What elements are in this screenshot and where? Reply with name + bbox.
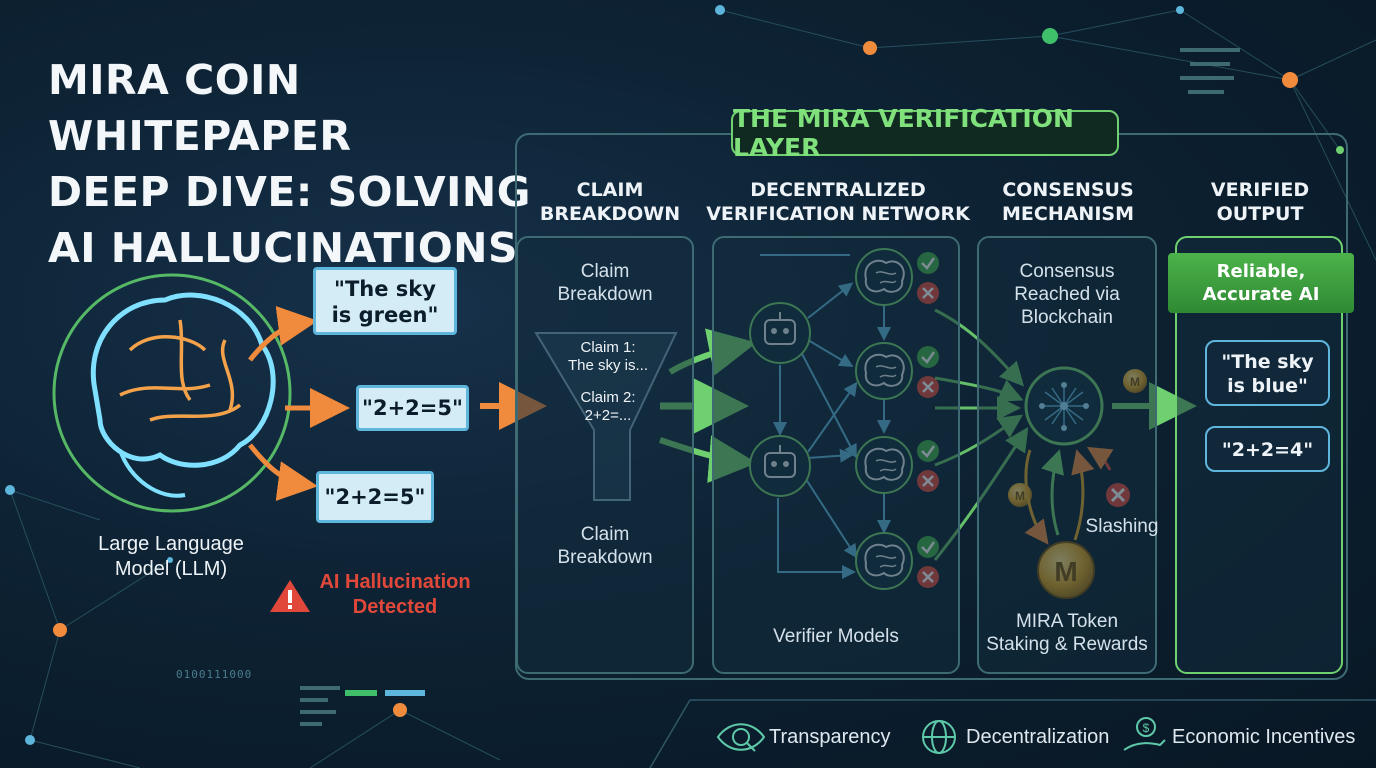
text-line: Breakdown [518, 546, 692, 569]
claim-bottom-text: Claim Breakdown [518, 523, 692, 569]
footer-label: Transparency [769, 726, 891, 749]
heading-line: CONSENSUS [975, 178, 1161, 202]
claim-line: Claim 2: [545, 389, 671, 407]
heading-line: CLAIM [520, 178, 700, 202]
llm-label: Large Language Model (LLM) [80, 532, 262, 582]
network-heading: DECENTRALIZED VERIFICATION NETWORK [700, 178, 976, 226]
svg-text:$: $ [1143, 721, 1150, 735]
consensus-top-text: Consensus Reached via Blockchain [979, 260, 1155, 329]
heading-line: VERIFICATION NETWORK [700, 202, 976, 226]
warning-icon [270, 580, 310, 612]
claim-line: Claim 1: [545, 339, 671, 357]
hallucination-bubble-3: "2+2=5" [316, 471, 434, 523]
claim-line: The sky is... [545, 357, 671, 375]
text-line: Breakdown [518, 283, 692, 306]
footer-transparency: Transparency [769, 726, 891, 749]
footer-label: Decentralization [966, 726, 1109, 749]
heading-line: BREAKDOWN [520, 202, 700, 226]
verified-heading: VERIFIED OUTPUT [1176, 178, 1344, 226]
binary-text: 0100111000 [176, 668, 252, 681]
verified-bubble-2: "2+2=4" [1205, 426, 1330, 472]
verification-layer-title: THE MIRA VERIFICATION LAYER [731, 110, 1119, 156]
claim-heading: CLAIM BREAKDOWN [520, 178, 700, 226]
hallucination-bubble-2: "2+2=5" [356, 385, 469, 431]
text-line: Staking & Rewards [979, 633, 1155, 656]
mira-token-text: MIRA Token Staking & Rewards [979, 610, 1155, 656]
claim-top-text: Claim Breakdown [518, 260, 692, 306]
text-line: Consensus [979, 260, 1155, 283]
eye-icon [718, 724, 764, 751]
consensus-heading: CONSENSUS MECHANISM [975, 178, 1161, 226]
footer-economic-incentives: Economic Incentives [1172, 726, 1355, 749]
footer-label: Economic Incentives [1172, 726, 1355, 749]
verifier-models-label: Verifier Models [712, 625, 960, 648]
claim-line: 2+2=... [545, 407, 671, 425]
text-line: Claim [518, 260, 692, 283]
reliable-ai-banner: Reliable, Accurate AI [1168, 253, 1354, 313]
hand-coin-icon: $ [1124, 718, 1165, 750]
llm-label-line: Large Language [80, 532, 262, 557]
banner-line: Reliable, [1168, 260, 1354, 283]
heading-line: OUTPUT [1176, 202, 1344, 226]
hallucination-warning: AI Hallucination Detected [312, 570, 478, 620]
banner-line: Accurate AI [1168, 283, 1354, 306]
slashing-label: Slashing [1082, 515, 1162, 538]
text-line: MIRA Token [979, 610, 1155, 633]
heading-line: VERIFIED [1176, 178, 1344, 202]
text-line: Claim [518, 523, 692, 546]
footer-decentralization: Decentralization [966, 726, 1109, 749]
globe-network-icon [923, 721, 955, 753]
hallucination-bubble-1: "The sky is green" [313, 267, 457, 335]
brain-icon [54, 275, 290, 511]
heading-line: MECHANISM [975, 202, 1161, 226]
warning-line: Detected [312, 595, 478, 620]
text-line: Reached via [979, 283, 1155, 306]
network-panel [712, 236, 960, 674]
text-line: Blockchain [979, 306, 1155, 329]
heading-line: DECENTRALIZED [700, 178, 976, 202]
verified-bubble-1: "The sky is blue" [1205, 340, 1330, 406]
llm-label-line: Model (LLM) [80, 557, 262, 582]
warning-line: AI Hallucination [312, 570, 478, 595]
claim-items: Claim 1: The sky is... Claim 2: 2+2=... [545, 339, 671, 425]
